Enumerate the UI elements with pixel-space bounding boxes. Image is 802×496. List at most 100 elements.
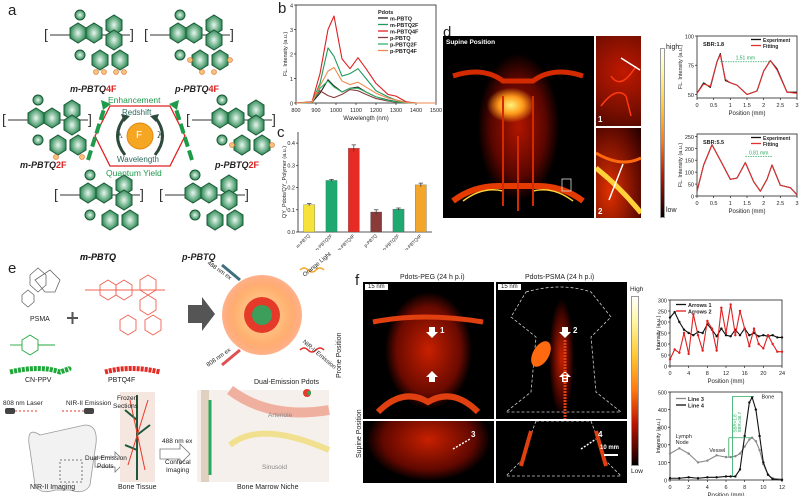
scalebar-label: 10 mm xyxy=(600,445,620,451)
x-tick-label: 0 xyxy=(695,201,698,207)
x-tick-label: 1100 xyxy=(350,108,362,114)
y-tick-label: 50 xyxy=(688,183,694,189)
legend-entry: Experiment xyxy=(763,38,791,44)
legend-entry: Line 4 xyxy=(688,404,705,410)
x-tick-label: 1200 xyxy=(370,108,382,114)
y-tick-label: 250 xyxy=(685,135,694,141)
y-tick-label: 3 xyxy=(290,28,293,34)
x-tick-label: 0 xyxy=(695,103,698,109)
panel-letter-a: a xyxy=(8,2,17,19)
y-tick-label: 2 xyxy=(290,53,293,59)
label-sinusoid: Sinusoid xyxy=(262,464,287,471)
molecular-structures: [] [] xyxy=(2,9,276,231)
x-tick-label: 1400 xyxy=(410,108,422,114)
panel-letter-f: f xyxy=(355,272,360,289)
sbr-1-annotation: SBR=1.8 xyxy=(732,414,737,433)
arrow-label-1: 1 xyxy=(440,326,445,335)
svg-text:[: [ xyxy=(186,111,190,127)
y-tick-label: 0.2 xyxy=(287,186,295,192)
panel-letter-e: e xyxy=(8,260,17,277)
image-psma-supine: 4 10 mm xyxy=(496,421,627,483)
x-tick-label: p-PBTQ xyxy=(363,233,378,248)
y-tick-label: 1 xyxy=(290,77,293,83)
image-psma-prone: 15 nm 2 xyxy=(496,282,627,419)
y-tick-label: 200 xyxy=(658,321,667,327)
colorbar-d-low: low xyxy=(666,207,677,214)
legend-entry: Experiment xyxy=(763,136,791,142)
title-pdots-psma: Pdots-PSMA (24 h p.i) xyxy=(525,274,595,281)
colorbar-f-low: Low xyxy=(631,468,643,475)
label-dual-emission: Dual-Emission xyxy=(85,455,127,462)
legend-entry: m-PBTQ2F xyxy=(390,23,419,29)
x-tick-label: 4 xyxy=(687,371,690,377)
y-tick-label: 0.0 xyxy=(287,230,295,236)
legend-entry: m-PBTQ xyxy=(390,17,413,23)
colorbar-d-high: high xyxy=(666,44,680,51)
y-tick-label: 100 xyxy=(658,343,667,349)
lymph-node-annotation: Lymph xyxy=(676,434,692,440)
lambda-left: λ xyxy=(117,131,123,141)
y-axis-label: FL. Intensity (a.u.) xyxy=(678,45,684,89)
svg-text:[: [ xyxy=(144,26,148,42)
inset-1-label: 1 xyxy=(598,115,603,124)
image-peg-supine: 3 xyxy=(363,421,494,483)
x-tick-label: 2.5 xyxy=(777,201,785,207)
label-m-pbtq: m-PBTQ xyxy=(80,252,117,262)
y-axis-label: Intensity (a.u.) xyxy=(656,418,662,453)
legend-entry: Arrows 1 xyxy=(688,303,712,309)
label-m-pbtq2f: m-PBTQ2F xyxy=(20,160,67,170)
y-tick-label: 4 xyxy=(290,4,293,10)
x-tick-label: 2 xyxy=(687,485,690,491)
panel-letter-d: d xyxy=(443,24,452,41)
label-488-ex-confocal: 488 nm ex xyxy=(162,438,193,445)
legend-entry: p-PBTQ xyxy=(390,36,411,42)
series-line-p-pbtq2f xyxy=(295,80,436,104)
series-line-fitting xyxy=(696,144,798,196)
label-pbtq4f: PBTQ4F xyxy=(108,377,136,384)
sbr-annotation: SBR:1.8 xyxy=(703,42,724,48)
label-808-laser: 808 nm Laser xyxy=(3,400,43,407)
bar-m-pbtq4f xyxy=(348,148,360,233)
quantum-yield-label: Quantum Yield xyxy=(106,168,162,178)
lymph-node-annotation-2: Node xyxy=(676,440,689,446)
bar-m-pbtq2f xyxy=(325,180,338,233)
sbr-2-annotation: SBR=36.7 xyxy=(737,411,742,432)
scale-label-right: 15 nm xyxy=(498,284,521,290)
redshift-label: Redshift xyxy=(122,108,152,117)
x-tick-label: p-PBTQ2F xyxy=(382,233,401,250)
series-line-experiment xyxy=(696,144,798,196)
x-axis-label: Position (mm) xyxy=(707,493,744,496)
wavelength-label: Wavelength xyxy=(117,155,159,164)
fluorine-label: F xyxy=(136,130,143,141)
inset-1-image: 1 xyxy=(596,36,641,126)
label-confocal: Confocal xyxy=(165,459,191,466)
label-psma: PSMA xyxy=(30,316,50,323)
caption-nir-ii-imaging: NIR-II Imaging xyxy=(30,484,76,491)
x-tick-label: 1.5 xyxy=(743,201,751,207)
y-tick-label: 0.3 xyxy=(287,163,295,169)
row-label-prone: Prone Position xyxy=(336,332,343,378)
fluorine-atom-icon xyxy=(126,122,154,150)
y-tick-label: 0.1 xyxy=(287,208,295,214)
legend-entry: Fitting xyxy=(763,44,778,50)
legend-entry: Line 3 xyxy=(688,397,704,403)
vessel-annotation: Vessel xyxy=(709,448,725,454)
svg-text:]: ] xyxy=(88,111,92,127)
y-tick-label: 50 xyxy=(688,93,694,99)
x-tick-label: 24 xyxy=(779,371,785,377)
colorbar-d xyxy=(660,48,665,218)
x-axis-label: Position (mm) xyxy=(728,111,765,117)
enhancement-label: Enhancement xyxy=(108,95,161,105)
line-label-4: 4 xyxy=(598,430,603,439)
x-tick-label: 16 xyxy=(742,371,748,377)
x-tick-label: 1.5 xyxy=(743,103,751,109)
panel-a: a [] xyxy=(0,0,280,262)
label-sections: Sections xyxy=(113,403,138,410)
x-tick-label: 800 xyxy=(291,108,300,114)
bar-m-pbtq xyxy=(303,204,315,233)
inset-2-image: 2 xyxy=(596,128,641,218)
arrow-label-2: 2 xyxy=(573,326,578,335)
